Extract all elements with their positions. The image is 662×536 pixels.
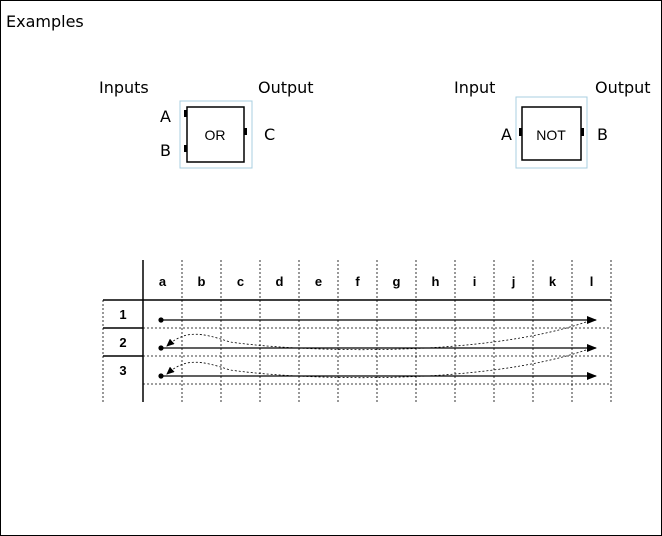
column-label-d: d — [276, 274, 284, 289]
scan-return-arrow — [166, 349, 587, 379]
not-output-label: Output — [595, 78, 651, 97]
not-input-pin — [519, 128, 522, 136]
column-label-h: h — [432, 274, 440, 289]
row-label-1: 1 — [119, 307, 126, 322]
or-input-a-label: A — [160, 107, 171, 126]
or-gate-selection-box — [179, 100, 253, 169]
column-label-i: i — [473, 274, 477, 289]
column-label-b: b — [198, 274, 206, 289]
column-label-k: k — [549, 274, 557, 289]
column-label-f: f — [355, 274, 360, 289]
not-gate-selection-box — [515, 96, 588, 169]
column-label-a: a — [159, 274, 167, 289]
not-input-a-label: A — [501, 125, 512, 144]
not-gate-label: NOT — [536, 127, 566, 143]
grid-labels: a b c d e f g h i j k l 1 2 3 — [119, 274, 593, 378]
scan-arrows — [158, 316, 597, 380]
not-input-label: Input — [454, 78, 496, 97]
or-input-b-label: B — [160, 141, 171, 160]
or-input-a-pin — [184, 110, 187, 117]
or-inputs-label: Inputs — [99, 78, 149, 97]
page-title: Examples — [6, 12, 84, 31]
or-gate-label: OR — [205, 127, 226, 143]
not-gate: NOT — [515, 96, 588, 169]
or-gate-body — [186, 106, 245, 163]
grid-lines — [102, 260, 612, 402]
not-output-b-label: B — [597, 125, 608, 144]
column-label-e: e — [315, 274, 322, 289]
or-input-b-pin — [184, 145, 187, 152]
column-label-j: j — [511, 274, 516, 289]
row-label-3: 3 — [119, 363, 126, 378]
or-output-c-label: C — [264, 125, 276, 144]
column-label-g: g — [393, 274, 401, 289]
column-label-l: l — [590, 274, 594, 289]
or-output-label: Output — [258, 78, 314, 97]
or-gate: OR — [179, 100, 253, 169]
column-label-c: c — [237, 274, 244, 289]
scan-return-arrow — [166, 321, 587, 351]
row-label-2: 2 — [119, 335, 126, 350]
not-output-pin — [581, 128, 584, 136]
or-output-pin — [244, 128, 247, 135]
